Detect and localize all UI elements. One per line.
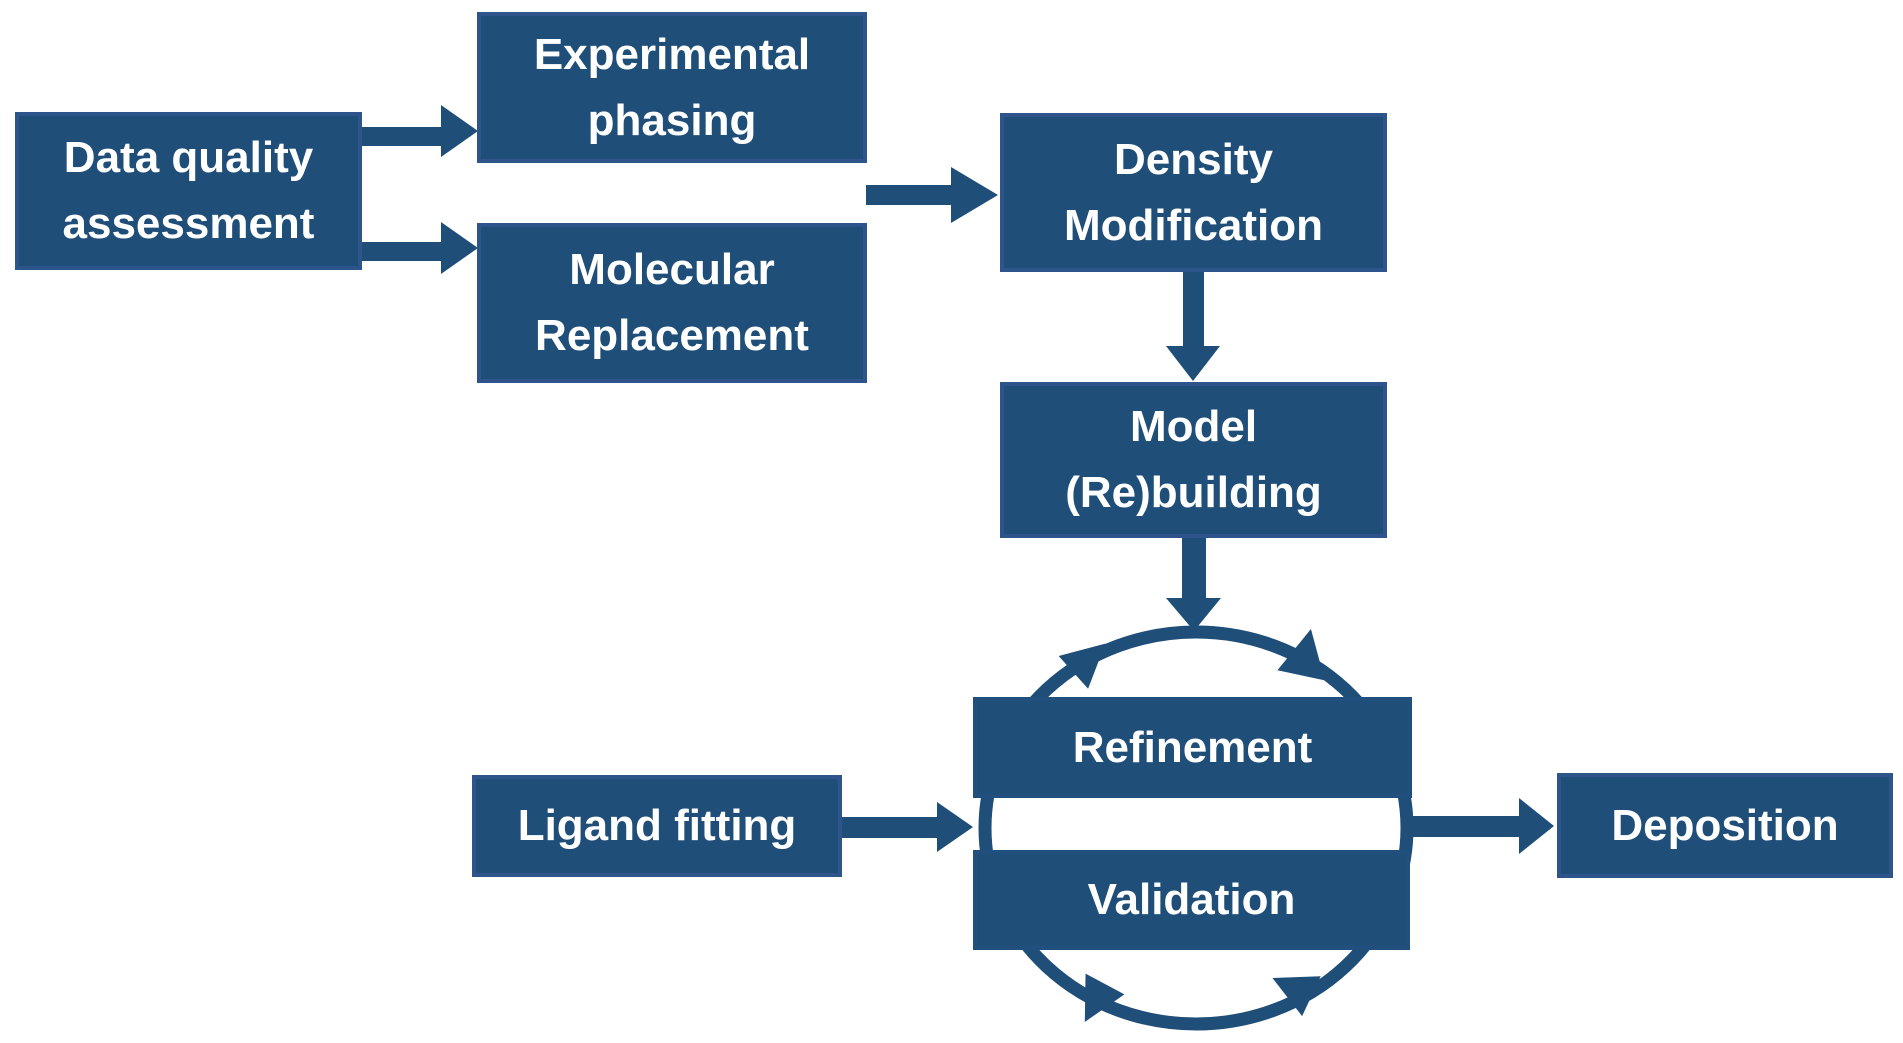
node-molecular-replacement: Molecular Replacement (477, 223, 867, 383)
node-model-rebuilding: Model (Re)building (1000, 382, 1387, 538)
node-ligand-fitting: Ligand fitting (472, 775, 842, 877)
refinement-validation-cycle-arrow (978, 625, 1414, 1031)
node-data-quality-assessment: Data quality assessment (15, 112, 362, 270)
arrow-cycle-to-deposition (1412, 798, 1554, 854)
cycle-arrowhead-bottom-right (1272, 976, 1321, 1017)
node-experimental-phasing: Experimental phasing (477, 12, 867, 163)
arrow-density-to-model-rebuilding (1166, 270, 1220, 381)
node-deposition: Deposition (1557, 773, 1893, 878)
cycle-arrowhead-bottom-left (1084, 973, 1125, 1022)
arrow-model-rebuilding-to-cycle (1166, 536, 1221, 631)
arrow-data-quality-to-experimental-phasing (362, 105, 478, 157)
node-validation: Validation (973, 850, 1410, 950)
cycle-arrowhead-top-right (1277, 629, 1325, 681)
arrow-data-quality-to-molecular-replacement (362, 222, 478, 274)
arrow-ligand-fitting-to-cycle (842, 802, 973, 852)
node-density-modification: Density Modification (1000, 113, 1387, 272)
arrow-phasing-to-density-modification (866, 167, 998, 223)
cycle-arrowhead-top-left (1058, 643, 1106, 689)
node-refinement: Refinement (973, 697, 1412, 798)
